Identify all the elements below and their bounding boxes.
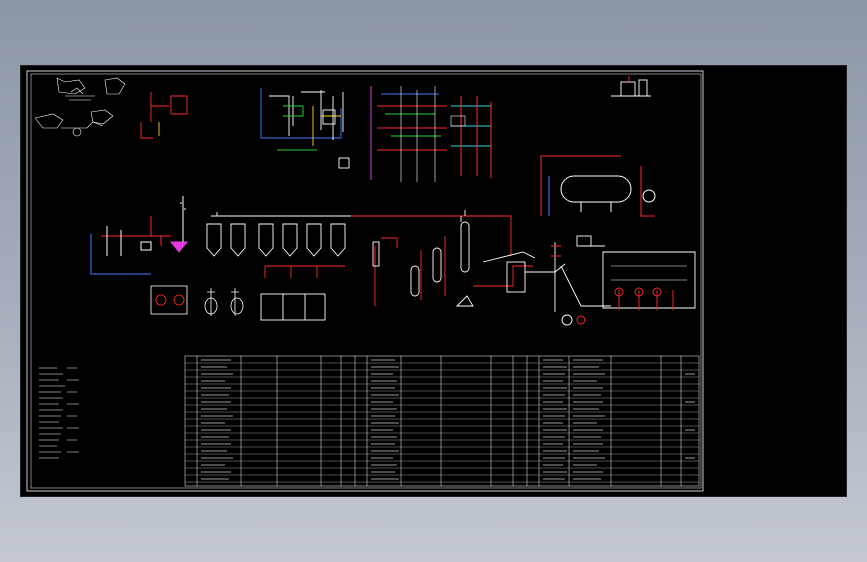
tank-row xyxy=(206,212,512,321)
parts-table xyxy=(184,355,700,487)
detail-colored xyxy=(140,92,188,139)
outer-frame xyxy=(26,70,704,492)
bottom-left-units xyxy=(150,285,244,316)
drum-icon xyxy=(560,175,632,203)
boiler-unit xyxy=(540,155,656,217)
top-right-unit xyxy=(611,76,651,97)
drier-section xyxy=(551,235,696,326)
left-feed xyxy=(90,196,189,275)
upper-pipe-rack xyxy=(370,86,492,182)
upper-distillation xyxy=(260,88,350,169)
inner-frame xyxy=(30,73,702,489)
legend-block xyxy=(39,367,79,459)
middle-columns xyxy=(372,210,566,307)
pump-icon xyxy=(561,314,573,326)
detail-sketches xyxy=(34,77,126,137)
horizontal-tank-icon xyxy=(260,293,326,321)
process-flow-drawing xyxy=(26,70,704,492)
cad-canvas[interactable] xyxy=(21,66,846,496)
